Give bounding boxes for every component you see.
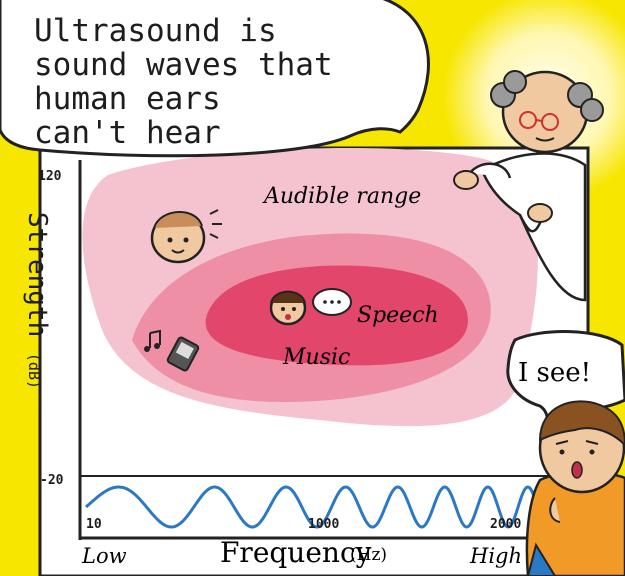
y-tick-max: 120 [38, 169, 61, 184]
x-tick-10: 10 [86, 517, 102, 532]
y-axis-title: Strength (dB) [22, 212, 52, 389]
music-label: Music [283, 345, 350, 370]
x-high-label: High [470, 544, 522, 568]
speech-bubble-text: Ultrasound is sound waves that human ear… [34, 14, 333, 150]
x-axis-label: Frequency [220, 536, 371, 569]
y-axis-label: Strength [22, 212, 52, 337]
reply-text: I see! [518, 358, 591, 388]
y-axis-unit: (dB) [25, 353, 43, 389]
x-tick-2000: 2000 [490, 517, 521, 532]
y-tick-min: -20 [40, 473, 63, 488]
x-tick-1000: 1000 [308, 517, 339, 532]
x-axis-unit: (Hz) [350, 545, 387, 565]
boy-figure [527, 401, 625, 576]
x-low-label: Low [82, 544, 127, 568]
speech-label: Speech [357, 303, 439, 328]
audible-range-label: Audible range [264, 184, 421, 209]
